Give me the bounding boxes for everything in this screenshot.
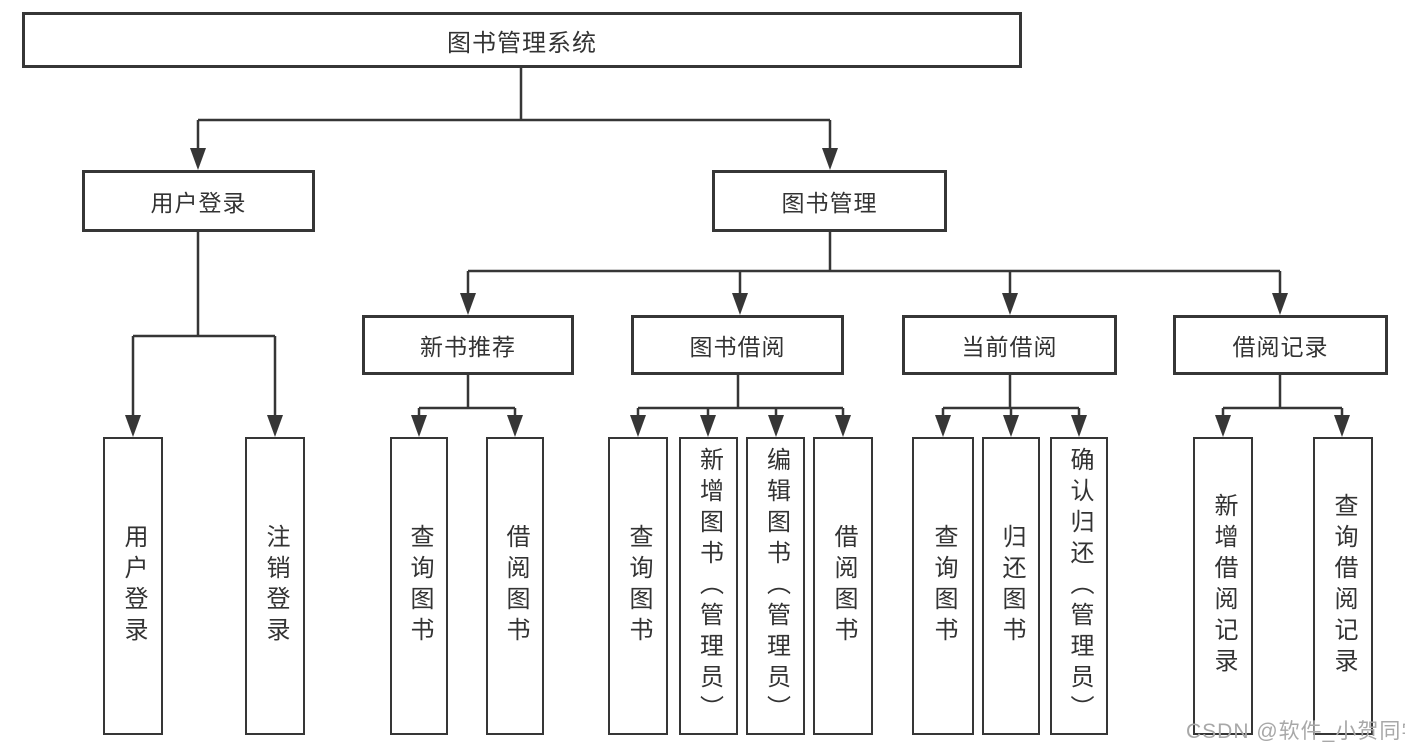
leaf-query-borrow-record-label: 查询借阅记录 bbox=[1330, 493, 1357, 679]
leaf-return-books: 归还图书 bbox=[982, 437, 1040, 735]
leaf-borrow-books-recommend-label: 借阅图书 bbox=[502, 524, 529, 648]
leaf-logout: 注销登录 bbox=[245, 437, 305, 735]
leaf-user-login-label: 用户登录 bbox=[120, 524, 147, 648]
leaf-query-books-recommend-label: 查询图书 bbox=[406, 524, 433, 648]
node-root: 图书管理系统 bbox=[22, 12, 1022, 68]
leaf-logout-label: 注销登录 bbox=[262, 524, 289, 648]
leaf-borrow-books-recommend: 借阅图书 bbox=[486, 437, 544, 735]
node-book-management: 图书管理 bbox=[712, 170, 947, 232]
node-new-book-recommend-label: 新书推荐 bbox=[420, 334, 516, 360]
leaf-confirm-return-admin: 确认归还（管理员） bbox=[1050, 437, 1108, 735]
node-borrow-records-label: 借阅记录 bbox=[1232, 334, 1329, 360]
leaf-query-books-borrow-label: 查询图书 bbox=[625, 524, 652, 648]
leaf-query-books-recommend: 查询图书 bbox=[390, 437, 448, 735]
node-book-management-label: 图书管理 bbox=[781, 190, 878, 216]
leaf-borrow-books: 借阅图书 bbox=[813, 437, 873, 735]
leaf-add-book-admin: 新增图书（管理员） bbox=[679, 437, 738, 735]
arrowheads bbox=[125, 148, 1350, 437]
node-user-login-label: 用户登录 bbox=[150, 190, 247, 216]
node-book-borrow: 图书借阅 bbox=[631, 315, 844, 375]
leaf-query-books-borrow: 查询图书 bbox=[608, 437, 668, 735]
leaf-edit-book-admin: 编辑图书（管理员） bbox=[746, 437, 805, 735]
node-user-login: 用户登录 bbox=[82, 170, 315, 232]
leaf-return-books-label: 归还图书 bbox=[998, 524, 1025, 648]
leaf-borrow-books-label: 借阅图书 bbox=[830, 524, 857, 648]
node-new-book-recommend: 新书推荐 bbox=[362, 315, 574, 375]
leaf-add-borrow-record-label: 新增借阅记录 bbox=[1210, 493, 1237, 679]
leaf-add-borrow-record: 新增借阅记录 bbox=[1193, 437, 1253, 735]
leaf-user-login: 用户登录 bbox=[103, 437, 163, 735]
leaf-query-books-current-label: 查询图书 bbox=[930, 524, 957, 648]
node-root-label: 图书管理系统 bbox=[447, 29, 597, 57]
node-book-borrow-label: 图书借阅 bbox=[689, 334, 786, 360]
leaf-query-borrow-record: 查询借阅记录 bbox=[1313, 437, 1373, 735]
leaf-query-books-current: 查询图书 bbox=[912, 437, 974, 735]
watermark: CSDN @软件_小贺同学 bbox=[1186, 720, 1405, 743]
node-borrow-records: 借阅记录 bbox=[1173, 315, 1388, 375]
node-current-borrow: 当前借阅 bbox=[902, 315, 1117, 375]
node-current-borrow-label: 当前借阅 bbox=[961, 334, 1058, 360]
leaf-add-book-admin-label: 新增图书（管理员） bbox=[695, 446, 723, 726]
leaf-confirm-return-admin-label: 确认归还（管理员） bbox=[1066, 446, 1093, 726]
leaf-edit-book-admin-label: 编辑图书（管理员） bbox=[762, 446, 790, 726]
